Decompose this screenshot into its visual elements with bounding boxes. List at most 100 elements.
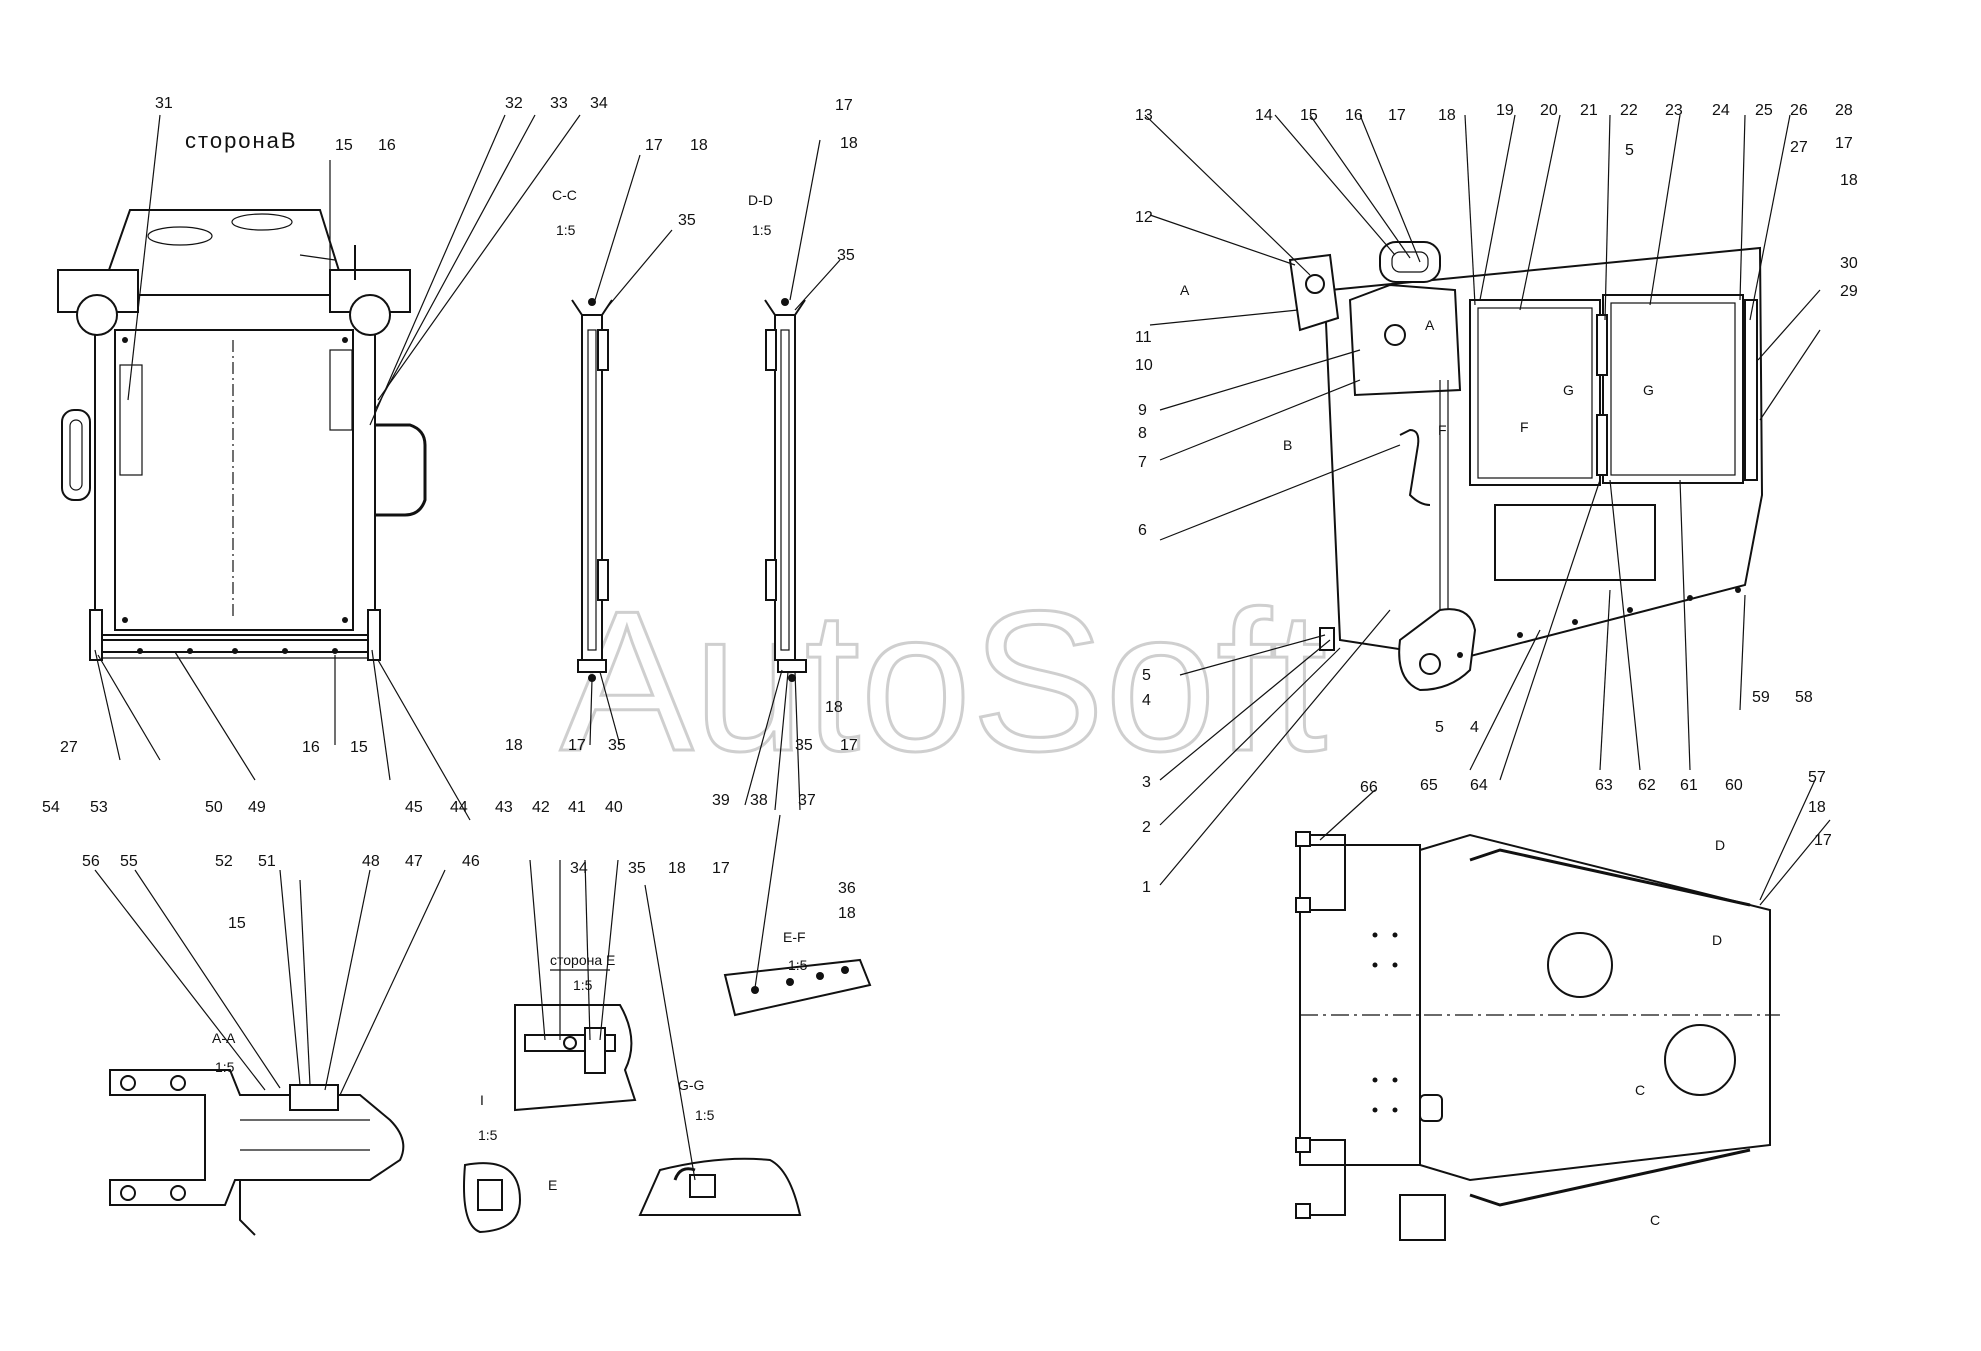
part-number: 15: [350, 739, 368, 756]
part-number: 18: [825, 699, 843, 716]
part-number: 16: [302, 739, 320, 756]
part-number: 16: [378, 137, 396, 154]
view-label: C-C: [552, 187, 577, 203]
part-number: 18: [1840, 172, 1858, 189]
part-number: 32: [505, 95, 523, 112]
detail-e-f: [723, 958, 872, 1017]
view-label: 1:5: [573, 977, 593, 993]
part-number-labels: 31 15 16 32 33 34 17 18 35 17 18 35 18 1…: [42, 95, 1858, 932]
part-number: 20: [1540, 102, 1558, 119]
side-view: [1288, 241, 1764, 692]
part-number: 40: [605, 799, 623, 816]
part-number: 18: [505, 737, 523, 754]
part-number: 2: [1142, 819, 1151, 836]
view-label: D-D: [748, 192, 773, 208]
front-frame-view: [57, 209, 427, 661]
part-number: 17: [1388, 107, 1406, 124]
part-number: 21: [1580, 102, 1598, 119]
part-number: 10: [1135, 357, 1153, 374]
section-a-a: [109, 1069, 405, 1236]
view-label: F: [1438, 422, 1447, 438]
part-number: 17: [840, 737, 858, 754]
part-number: 43: [495, 799, 513, 816]
part-number: 35: [608, 737, 626, 754]
view-label: G: [1643, 382, 1654, 398]
part-number: 65: [1420, 777, 1438, 794]
part-number: 60: [1725, 777, 1743, 794]
part-number: 18: [838, 905, 856, 922]
view-label: A-A: [212, 1030, 236, 1046]
part-number: 5: [1142, 667, 1151, 684]
part-number: 26: [1790, 102, 1808, 119]
part-number: 61: [1680, 777, 1698, 794]
part-number: 44: [450, 799, 468, 816]
view-label: 1:5: [788, 957, 808, 973]
part-number: 64: [1470, 777, 1488, 794]
view-label: I: [480, 1092, 484, 1108]
top-view: [1295, 831, 1780, 1241]
part-number: 36: [838, 880, 856, 897]
section-d-d: [764, 298, 807, 682]
detail-i: [463, 1162, 522, 1234]
part-number: 39: [712, 792, 730, 809]
part-number: 7: [1138, 454, 1147, 471]
part-number: 29: [1840, 283, 1858, 300]
part-number: 53: [90, 799, 108, 816]
view-label: G: [1563, 382, 1574, 398]
view-label: C: [1650, 1212, 1660, 1228]
part-number: 34: [590, 95, 608, 112]
part-number: 3: [1142, 774, 1151, 791]
part-number: 45: [405, 799, 423, 816]
part-number: 4: [1142, 692, 1151, 709]
view-label: C: [1635, 1082, 1645, 1098]
section-c-c: [571, 298, 613, 682]
part-number: 18: [840, 135, 858, 152]
part-number: 30: [1840, 255, 1858, 272]
part-number: 4: [1470, 719, 1479, 736]
view-label: D: [1715, 837, 1725, 853]
part-number: 59: [1752, 689, 1770, 706]
part-number: 23: [1665, 102, 1683, 119]
part-number: 18: [690, 137, 708, 154]
part-number: 58: [1795, 689, 1813, 706]
part-number: 8: [1138, 425, 1147, 442]
side-e-label: сторона Е: [550, 952, 615, 968]
part-number: 18: [668, 860, 686, 877]
part-number: 22: [1620, 102, 1638, 119]
part-number: 13: [1135, 107, 1153, 124]
part-number: 35: [678, 212, 696, 229]
part-number: 55: [120, 853, 138, 870]
view-label: 1:5: [215, 1059, 235, 1075]
part-number: 18: [1808, 799, 1826, 816]
part-number: 52: [215, 853, 233, 870]
part-number: 17: [712, 860, 730, 877]
view-label: E-F: [783, 929, 806, 945]
part-number: 17: [568, 737, 586, 754]
part-number: 48: [362, 853, 380, 870]
part-number: 6: [1138, 522, 1147, 539]
part-number: 38: [750, 792, 768, 809]
part-number: 28: [1835, 102, 1853, 119]
part-number: 27: [60, 739, 78, 756]
view-label: D: [1712, 932, 1722, 948]
watermark: AutoSoft: [560, 570, 1327, 793]
leader-lines: [94, 114, 1831, 1181]
part-number: 42: [532, 799, 550, 816]
view-label: E: [548, 1177, 557, 1193]
part-number: 15: [335, 137, 353, 154]
view-label: 1:5: [752, 222, 772, 238]
view-label: G-G: [678, 1077, 704, 1093]
part-number: 18: [1438, 107, 1456, 124]
view-label: 1:5: [695, 1107, 715, 1123]
part-number: 35: [628, 860, 646, 877]
part-number: 33: [550, 95, 568, 112]
view-label: 1:5: [556, 222, 576, 238]
part-number: 17: [1814, 832, 1832, 849]
view-label: A: [1180, 282, 1190, 298]
part-number: 66: [1360, 779, 1378, 796]
part-number: 35: [795, 737, 813, 754]
part-number: 24: [1712, 102, 1730, 119]
part-number: 5: [1625, 142, 1634, 159]
part-number: 5: [1435, 719, 1444, 736]
detail-g-g: [638, 1157, 802, 1216]
